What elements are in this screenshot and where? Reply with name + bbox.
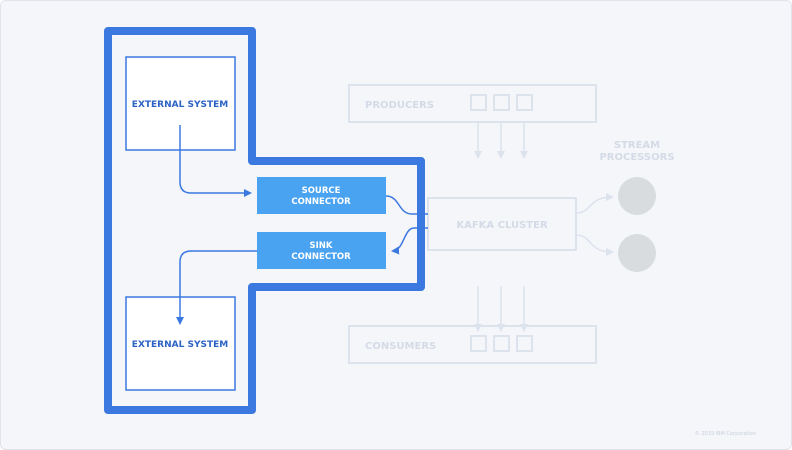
stream-arrow: [575, 193, 614, 214]
producer-node: [516, 94, 533, 111]
consumers-label: CONSUMERS: [365, 341, 436, 352]
stream-label-line2: PROCESSORS: [599, 152, 674, 163]
source-connector-line2: CONNECTOR: [291, 197, 351, 207]
producers-box: [348, 84, 597, 123]
producers-group: PRODUCERS: [348, 84, 597, 159]
consumers-group: CONSUMERS: [348, 286, 597, 364]
stream-arrow: [575, 234, 614, 256]
sink-to-external-arrow: [176, 250, 257, 325]
stream-processors-group: STREAM PROCESSORS: [575, 140, 675, 272]
source-connector-box: [257, 177, 386, 214]
consumers-box: [348, 325, 597, 364]
external-system-top-label: EXTERNAL SYSTEM: [132, 100, 228, 110]
producer-node: [470, 94, 487, 111]
kafka-cluster-box: [427, 197, 577, 251]
source-to-cluster-arrow: [385, 195, 428, 215]
consumer-node: [493, 335, 510, 352]
stream-processor-node: [618, 177, 656, 215]
external-to-source-arrow: [179, 125, 252, 197]
sink-connector-line2: CONNECTOR: [291, 252, 351, 262]
external-system-bottom-label: EXTERNAL SYSTEM: [132, 340, 228, 350]
sink-connector-box: [257, 232, 386, 269]
stream-processor-node: [618, 234, 656, 272]
source-connector-line1: SOURCE: [302, 186, 341, 196]
sink-connector-line1: SINK: [310, 241, 333, 251]
copyright-text: © 2019 IBM Corporation: [695, 430, 756, 437]
stream-label-line1: STREAM: [614, 140, 660, 151]
kafka-cluster-group: KAFKA CLUSTER: [427, 197, 577, 251]
consumer-node: [470, 335, 487, 352]
cluster-to-sink-arrow: [391, 227, 428, 255]
producer-node: [493, 94, 510, 111]
consumer-node: [516, 335, 533, 352]
producers-label: PRODUCERS: [365, 100, 434, 111]
kafka-cluster-label: KAFKA CLUSTER: [456, 220, 548, 231]
